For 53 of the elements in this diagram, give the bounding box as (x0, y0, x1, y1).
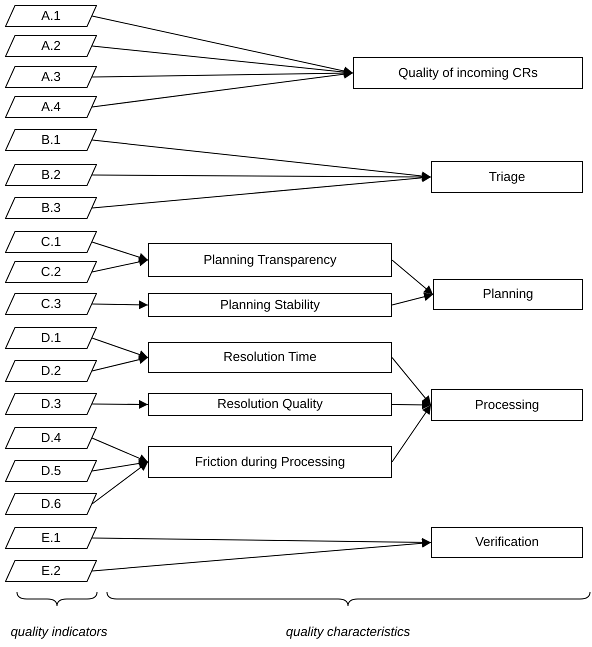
indicator-parallelogram: C.1 (5, 231, 97, 253)
arrow (92, 16, 354, 76)
indicator-parallelogram: D.2 (5, 360, 97, 382)
characteristic-box: Planning Stability (148, 293, 392, 317)
arrow (92, 458, 148, 472)
characteristic-box: Planning Transparency (148, 243, 392, 277)
characteristic-box: Friction during Processing (148, 446, 392, 478)
indicator-parallelogram: C.3 (5, 293, 97, 315)
indicator-parallelogram: D.6 (5, 493, 97, 515)
arrow (92, 172, 432, 182)
indicator-parallelogram: B.2 (5, 164, 97, 186)
arrow (92, 242, 148, 262)
arrow (392, 404, 432, 462)
arrow (92, 46, 354, 77)
arrow (392, 400, 432, 410)
characteristic-box: Processing (431, 389, 583, 421)
indicator-parallelogram: D.5 (5, 460, 97, 482)
indicator-parallelogram: E.1 (5, 527, 97, 549)
arrow (92, 173, 432, 208)
arrow (92, 355, 148, 372)
arrow (92, 438, 148, 463)
arrow (92, 70, 354, 108)
characteristic-box: Verification (431, 527, 583, 558)
arrow (392, 292, 434, 306)
indicator-parallelogram: E.2 (5, 560, 97, 582)
arrow (92, 300, 148, 310)
indicator-parallelogram: A.4 (5, 96, 97, 118)
characteristic-box: Triage (431, 161, 583, 193)
indicator-parallelogram: B.1 (5, 129, 97, 151)
arrow (92, 538, 432, 572)
indicator-parallelogram: C.2 (5, 261, 97, 283)
characteristic-box: Resolution Time (148, 342, 392, 373)
arrow (92, 68, 354, 78)
bracket-label: quality indicators (10, 623, 108, 641)
indicator-parallelogram: D.3 (5, 393, 97, 415)
characteristic-box: Resolution Quality (148, 393, 392, 416)
arrow (92, 257, 148, 272)
indicator-parallelogram: D.4 (5, 427, 97, 449)
indicator-parallelogram: A.3 (5, 66, 97, 88)
indicator-parallelogram: B.3 (5, 197, 97, 219)
arrow (92, 400, 148, 409)
characteristic-box: Quality of incoming CRs (353, 57, 583, 89)
indicator-parallelogram: A.2 (5, 35, 97, 57)
arrow (92, 538, 432, 547)
arrow (392, 260, 434, 295)
indicator-parallelogram: D.1 (5, 327, 97, 349)
bracket-label: quality characteristics (284, 623, 412, 641)
arrow (392, 357, 432, 406)
arrow (92, 462, 148, 504)
arrow (92, 338, 148, 359)
characteristic-box: Planning (433, 279, 583, 310)
indicator-parallelogram: A.1 (5, 5, 97, 27)
arrow (92, 140, 432, 180)
